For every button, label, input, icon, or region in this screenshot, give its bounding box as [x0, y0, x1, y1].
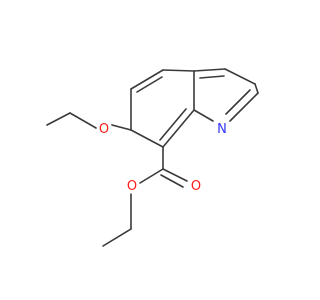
bond-carbonyl-c-o-single: [139, 168, 164, 184]
bond-c8-c8a: [162, 109, 195, 148]
bond-carbonyl-c-o-double-inner: [160, 174, 184, 188]
bond-n1-c2-inner: [225, 89, 251, 115]
bond-c4-c4a-inner: [199, 75, 225, 79]
bond-o-ch2: [69, 112, 97, 129]
bond-c5-c6-inner: [136, 76, 163, 93]
atom-o-ether: O: [99, 122, 109, 137]
bonds: [46, 68, 259, 247]
atom-labels: N O O O: [99, 122, 227, 194]
bond-ester-ch2-ch3: [102, 228, 132, 247]
molecule-diagram: N O O O: [0, 0, 300, 300]
bond-c7-o: [111, 124, 132, 131]
bond-c8-c8a-inner: [159, 108, 187, 141]
bond-c3-c4: [224, 68, 256, 85]
bond-carbonyl-c-o-double: [162, 168, 188, 182]
bond-ch2-ch3: [46, 112, 71, 126]
bond-c5-c6: [130, 69, 164, 90]
bond-c4a-c5: [162, 69, 195, 72]
bond-c4-c4a: [193, 68, 226, 72]
atom-n: N: [217, 122, 227, 137]
atom-o-carbonyl: O: [191, 179, 201, 194]
bond-c7-c8: [130, 129, 164, 148]
atom-o-ester: O: [127, 179, 137, 194]
bond-c8a-n1: [193, 109, 214, 122]
bond-n1-c2: [229, 92, 259, 122]
diagram-background: [0, 0, 300, 300]
bond-c2-c3: [254, 83, 259, 94]
